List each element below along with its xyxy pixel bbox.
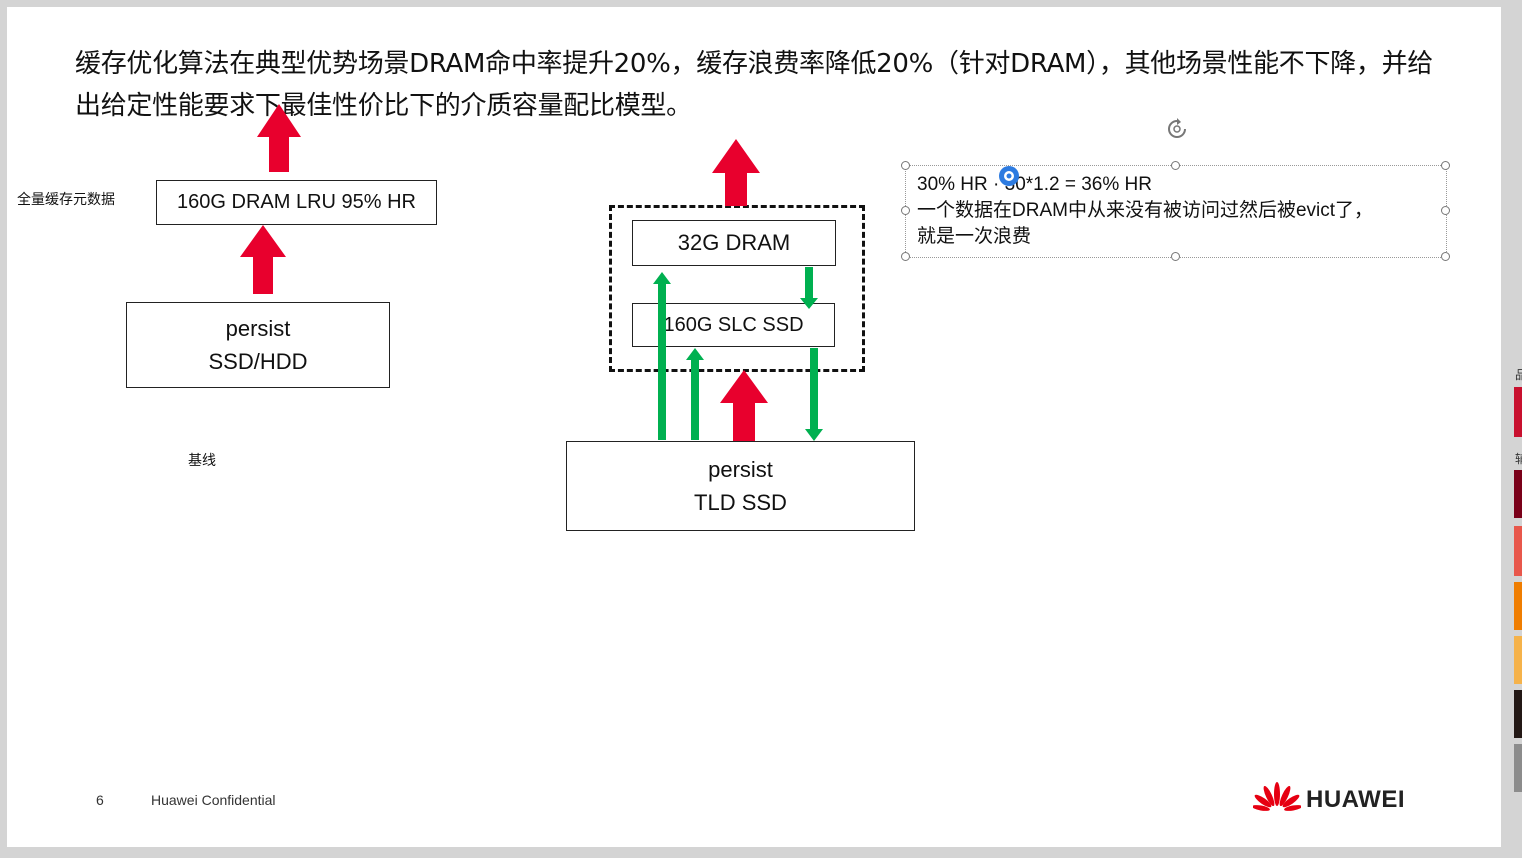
resize-handle-top[interactable]: [1171, 161, 1180, 170]
resize-handle-left[interactable]: [901, 206, 910, 215]
confidential-label: Huawei Confidential: [151, 792, 276, 808]
color-swatch-4[interactable]: [1514, 582, 1522, 630]
proposed-persist-line2: TLD SSD: [694, 490, 787, 515]
proposed-dram-box[interactable]: 32G DRAM: [632, 220, 836, 266]
cursor-pin-icon: [999, 166, 1019, 186]
red-up-arrow-proposed-top[interactable]: [712, 139, 760, 206]
baseline-dram-box[interactable]: 160G DRAM LRU 95% HR: [156, 180, 437, 225]
note-line-3: 就是一次浪费: [917, 226, 1032, 247]
baseline-persist-box[interactable]: persist SSD/HDD: [126, 302, 390, 388]
page-number: 6: [96, 792, 104, 808]
rotate-handle-icon[interactable]: [1165, 117, 1189, 141]
side-panel-glyph-1: 品: [1515, 368, 1522, 382]
metadata-label[interactable]: 全量缓存元数据: [17, 192, 115, 208]
note-line-1: 30% HR · 30*1.2 = 36% HR: [917, 174, 1152, 195]
color-swatch-6[interactable]: [1514, 690, 1522, 738]
proposed-dram-text: 32G DRAM: [677, 230, 791, 255]
green-down-arrow-slc-to-persist[interactable]: [805, 348, 823, 441]
side-panel-glyph-2: 辅: [1515, 452, 1522, 466]
red-up-arrow-proposed-persist[interactable]: [720, 370, 768, 441]
slide-title[interactable]: 缓存优化算法在典型优势场景DRAM命中率提升20%，缓存浪费率降低20%（针对D…: [75, 49, 1433, 121]
red-up-arrow-baseline[interactable]: [240, 225, 286, 294]
cache-group-dashed-border[interactable]: [609, 205, 865, 372]
red-up-arrow-title[interactable]: [257, 104, 301, 172]
note-textbox[interactable]: 30% HR · 30*1.2 = 36% HR 一个数据在DRAM中从来没有被…: [917, 172, 1442, 250]
color-swatch-1[interactable]: [1514, 387, 1522, 437]
resize-handle-top-right[interactable]: [1441, 161, 1450, 170]
note-line-2: 一个数据在DRAM中从来没有被访问过然后被evict了，: [917, 200, 1374, 221]
resize-handle-right[interactable]: [1441, 206, 1450, 215]
proposed-persist-box[interactable]: persist TLD SSD: [566, 441, 915, 531]
baseline-persist-line1: persist: [225, 316, 291, 341]
proposed-persist-line1: persist: [708, 457, 773, 482]
baseline-persist-line2: SSD/HDD: [208, 349, 308, 374]
color-swatch-3[interactable]: [1514, 526, 1522, 576]
green-down-arrow-dram-to-slc[interactable]: [800, 267, 818, 309]
proposed-slc-text: 160G SLC SSD: [663, 313, 804, 336]
huawei-wordmark: HUAWEI: [1306, 786, 1405, 813]
color-swatch-2[interactable]: [1514, 470, 1522, 518]
resize-handle-top-left[interactable]: [901, 161, 910, 170]
color-swatch-7[interactable]: [1514, 744, 1522, 792]
resize-handle-bottom[interactable]: [1171, 252, 1180, 261]
resize-handle-bottom-right[interactable]: [1441, 252, 1450, 261]
color-swatch-5[interactable]: [1514, 636, 1522, 684]
green-up-arrow-persist-to-dram[interactable]: [653, 272, 671, 440]
green-up-arrow-persist-to-slc[interactable]: [686, 348, 704, 440]
slide-canvas[interactable]: 缓存优化算法在典型优势场景DRAM命中率提升20%，缓存浪费率降低20%（针对D…: [7, 7, 1501, 847]
huawei-logo-icon: [1253, 782, 1301, 811]
arrows-layer: [240, 104, 823, 441]
resize-handle-bottom-left[interactable]: [901, 252, 910, 261]
baseline-caption[interactable]: 基线: [188, 453, 216, 469]
baseline-dram-text: 160G DRAM LRU 95% HR: [177, 191, 416, 213]
